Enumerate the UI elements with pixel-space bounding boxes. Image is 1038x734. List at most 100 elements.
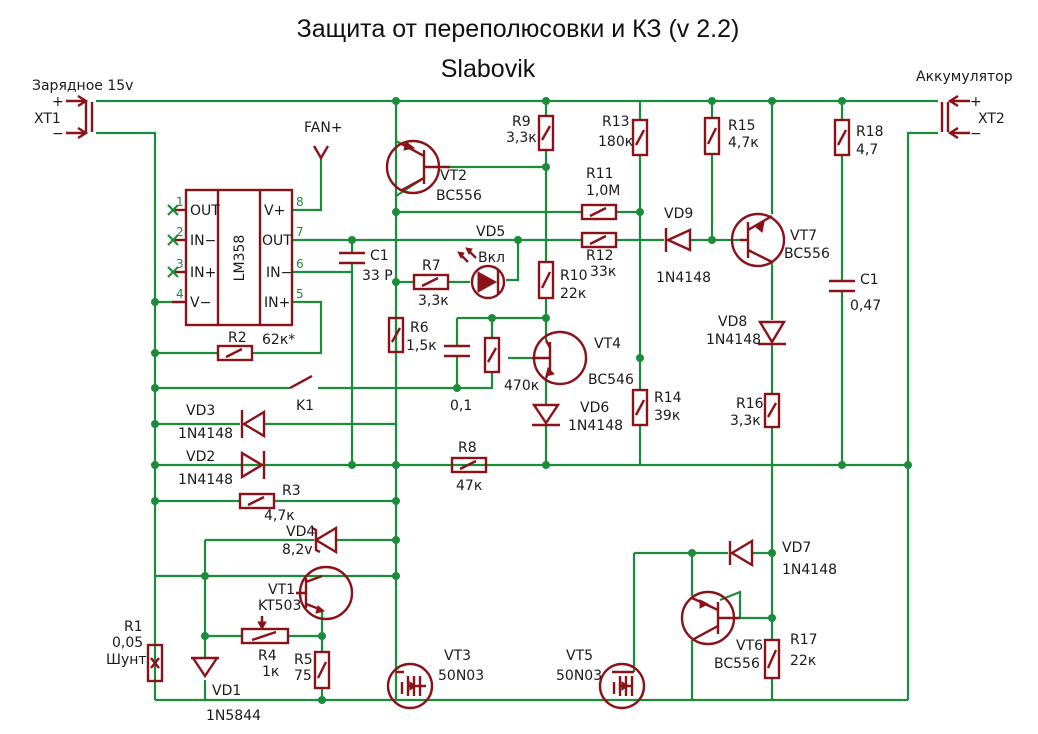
r2-value: 62к*	[262, 332, 295, 348]
vt3-value: 50N03	[438, 668, 484, 684]
xt1-ref: XT1	[34, 111, 61, 127]
r17-value: 22к	[790, 653, 816, 669]
vd5-value: Вкл	[478, 250, 505, 266]
c1b-ref: C1	[860, 272, 879, 288]
r16-ref: R16	[736, 396, 764, 412]
r5-ref: R5	[294, 652, 313, 668]
r1-value: 0,05	[112, 635, 143, 651]
vd4-ref: VD4	[286, 524, 315, 540]
vt7-ref: VT7	[790, 228, 817, 244]
r18-value: 4,7	[856, 142, 878, 158]
r10-value: 22к	[560, 286, 586, 302]
diagram-title: Защита от переполюсовки и КЗ (v 2.2)	[297, 15, 740, 43]
ic-pin2-name: IN−	[190, 233, 216, 249]
r9-value: 3,3к	[506, 130, 537, 146]
vt5-value: 50N03	[556, 668, 602, 684]
r2-ref: R2	[228, 330, 247, 346]
ic-pin8-name: V+	[264, 203, 285, 219]
xt1-minus: −	[52, 126, 64, 142]
vd9-value: 1N4148	[656, 270, 711, 286]
ic-pin6-name: IN−	[266, 265, 292, 281]
ic-pin1-num: 1	[176, 195, 184, 209]
ic-pin5-name: IN+	[264, 295, 290, 311]
transistors	[296, 139, 786, 710]
ic-pin4-num: 4	[176, 287, 184, 301]
vd3-ref: VD3	[186, 403, 215, 419]
r5-value: 75	[294, 668, 312, 684]
r6-value: 1,5к	[406, 338, 437, 354]
r1-ref: R1	[124, 619, 143, 635]
vt5-ref: VT5	[566, 648, 593, 664]
c01-value: 0,1	[450, 398, 472, 414]
r8-ref: R8	[458, 440, 477, 456]
xt2-plus: +	[970, 94, 982, 110]
vd1-ref: VD1	[212, 683, 241, 699]
vd6-ref: VD6	[580, 400, 609, 416]
diodes	[190, 228, 787, 679]
k1-ref: K1	[296, 398, 314, 414]
r15-ref: R15	[728, 118, 756, 134]
xt2-label: Аккумулятор	[916, 69, 1013, 85]
r470k-value: 470к	[504, 378, 539, 394]
vd5-ref: VD5	[476, 224, 505, 240]
r3-value: 4,7к	[264, 508, 295, 524]
vd3-value: 1N4148	[178, 426, 233, 442]
vt4-value: BC546	[588, 372, 634, 388]
ic-pin8-num: 8	[296, 195, 304, 209]
capacitors	[339, 251, 855, 358]
ic-pin1-name: OUT	[190, 203, 220, 219]
vd6-value: 1N4148	[568, 418, 623, 434]
component-labels: R1 0,05 Шунт R2 62к* R3 4,7к R4 1к R5 75…	[106, 114, 884, 724]
r13-value: 180к	[598, 134, 633, 150]
r4-ref: R4	[258, 648, 277, 664]
r8-value: 47к	[456, 478, 482, 494]
vt2-ref: VT2	[440, 168, 467, 184]
r3-ref: R3	[282, 483, 301, 499]
vd7-value: 1N4148	[782, 562, 837, 578]
wires	[96, 99, 938, 702]
author-label: Slabovik	[441, 55, 536, 83]
vt6-value: BC556	[714, 656, 760, 672]
vt7-value: BC556	[784, 246, 830, 262]
r1-note: Шунт	[106, 652, 147, 668]
vd4-value: 8,2v	[282, 542, 313, 558]
r16-value: 3,3к	[730, 413, 761, 429]
r14-ref: R14	[654, 390, 682, 406]
vd9-ref: VD9	[664, 206, 693, 222]
xt1-plus: +	[52, 94, 64, 110]
junction-dots	[151, 97, 912, 704]
r10-ref: R10	[560, 268, 588, 284]
c1a-ref: C1	[370, 248, 389, 264]
r13-ref: R13	[602, 114, 630, 130]
ic-pin3-name: IN+	[190, 265, 216, 281]
resistors	[146, 114, 851, 690]
xt2-ref: XT2	[978, 111, 1005, 127]
vt1-value: KT503	[258, 598, 301, 614]
fan-label: FAN+	[304, 120, 343, 136]
xt2-minus: −	[970, 126, 982, 142]
r18-ref: R18	[856, 124, 884, 140]
vd8-ref: VD8	[718, 314, 747, 330]
r12-value: 33к	[590, 264, 616, 280]
vt6-ref: VT6	[736, 638, 763, 654]
ic-ref: LM358	[232, 235, 248, 282]
ic-labels: OUT IN− IN+ V− 1 2 3 4 V+ OUT IN− IN+ 8 …	[176, 195, 304, 311]
r14-value: 39к	[654, 408, 680, 424]
r17-ref: R17	[790, 632, 818, 648]
vd2-ref: VD2	[186, 449, 215, 465]
vt2-value: BC556	[436, 188, 482, 204]
vt3-ref: VT3	[444, 648, 471, 664]
connector-xt2	[940, 94, 970, 140]
ic-pin4-name: V−	[190, 295, 211, 311]
vd1-value: 1N5844	[206, 708, 261, 724]
r6-ref: R6	[410, 320, 429, 336]
ic-pin7-name: OUT	[262, 233, 292, 249]
r12-ref: R12	[586, 248, 614, 264]
xt1-label: Зарядное 15v	[32, 78, 133, 94]
ic-pin2-num: 2	[176, 225, 184, 239]
connector-xt1	[66, 94, 94, 140]
c1b-value: 0,47	[850, 298, 881, 314]
vt1-ref: VT1	[268, 582, 295, 598]
relay-k1-switch	[289, 374, 313, 390]
